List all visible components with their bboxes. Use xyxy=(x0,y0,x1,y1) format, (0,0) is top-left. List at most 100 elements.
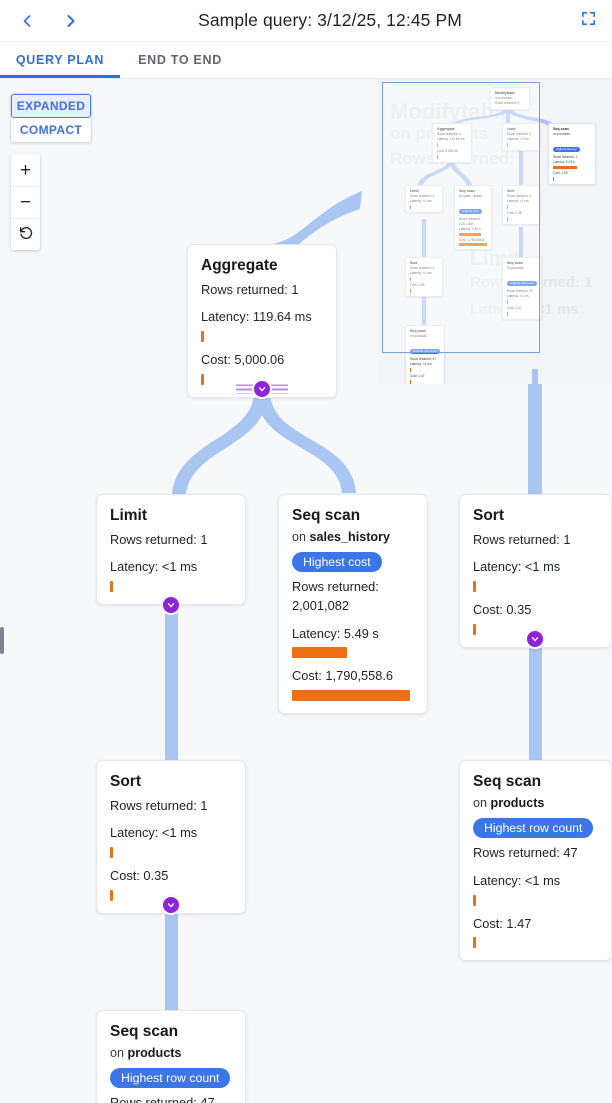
collapse-knob[interactable] xyxy=(254,381,270,397)
node-rows-returned: Rows returned: 47 xyxy=(110,1095,215,1103)
node-rows-returned: Rows returned: 1 xyxy=(110,797,208,813)
minimap-edge-layer xyxy=(418,106,554,384)
node-cost: Cost: 0.35 xyxy=(473,602,532,618)
plan-node-aggregate[interactable]: Aggregate Rows returned: 1 Latency: 119.… xyxy=(187,244,337,398)
minimap-node-badge: Highest row count xyxy=(507,280,538,286)
collapse-toggle-sort-right[interactable] xyxy=(527,631,543,647)
plan-node-sort-left[interactable]: Sort Rows returned: 1 Latency: <1 ms Cos… xyxy=(96,760,246,914)
minimap-node-rows: Rows returned: 2,001,082 xyxy=(459,217,481,226)
node-on-label: on xyxy=(292,529,307,544)
minimap-node-latency: Latency: <1 ms xyxy=(410,271,432,276)
node-cost-bar xyxy=(473,623,476,635)
display-mode-switch[interactable]: EXPANDED COMPACT xyxy=(10,93,92,143)
minimap-node-on: on products xyxy=(507,266,524,271)
minimap-node-on: on products xyxy=(495,96,512,101)
collapse-toggle-limit[interactable] xyxy=(163,597,179,613)
edge-aggregate-to-seqscan xyxy=(256,391,356,493)
minimap-node[interactable]: Aggregate Rows returned: 1 Latency: 119.… xyxy=(432,123,472,163)
minimap-node-cost: Cost: 0.35 xyxy=(410,282,425,287)
minimap-node-badge: Highest cost xyxy=(459,208,482,214)
plan-node-seqscan-products-right[interactable]: Seq scan on products Highest row count R… xyxy=(459,760,612,962)
fullscreen-icon xyxy=(580,10,597,32)
fullscreen-button[interactable] xyxy=(572,5,604,37)
minimap-node-rows: Rows returned: 1 xyxy=(437,132,462,137)
node-latency-bar xyxy=(292,647,347,659)
reset-view-button[interactable] xyxy=(11,218,40,250)
node-latency: Latency: <1 ms xyxy=(473,559,561,575)
minimap-cost-bar xyxy=(410,288,411,293)
app-header: Sample query: 3/12/25, 12:45 PM xyxy=(0,0,612,42)
minimap-latency-bar xyxy=(507,204,508,209)
minimap-node-on: on products xyxy=(410,334,427,339)
plan-node-sort-right[interactable]: Sort Rows returned: 1 Latency: <1 ms Cos… xyxy=(459,494,612,648)
minimap-cost-bar xyxy=(410,379,411,384)
zoom-controls[interactable]: + − xyxy=(11,154,40,250)
node-on-label: on xyxy=(110,1045,125,1060)
horizontal-scroll-handle[interactable] xyxy=(0,627,4,654)
node-title: Aggregate xyxy=(201,257,278,274)
mode-compact-label: COMPACT xyxy=(19,123,83,137)
minimap-node-title: Sort xyxy=(507,189,515,193)
node-latency: Latency: 119.64 ms xyxy=(201,309,312,325)
mode-compact-button[interactable]: COMPACT xyxy=(11,118,91,142)
minimap-node[interactable]: Seq scan on products Highest row count R… xyxy=(405,325,445,384)
minimap-node-title: Aggregate xyxy=(437,127,455,131)
minimap-node-rows: Rows returned: 1 xyxy=(507,194,532,199)
node-cost-bar xyxy=(473,937,476,949)
plan-node-limit[interactable]: Limit Rows returned: 1 Latency: <1 ms xyxy=(96,494,246,606)
tab-end-to-end-label: END TO END xyxy=(138,53,222,67)
minimap-viewport-frame[interactable] xyxy=(382,82,540,353)
minimap-node-title: Seq scan xyxy=(459,189,475,193)
collapse-toggle-sort-left[interactable] xyxy=(163,897,179,913)
minimap-cost-bar xyxy=(507,216,508,221)
minimap-node-rows: Rows returned: 1 xyxy=(410,266,435,271)
node-latency: Latency: <1 ms xyxy=(110,559,198,575)
minimap-node[interactable]: Sort Rows returned: 1 Latency: <1 ms Cos… xyxy=(405,257,443,297)
node-relation-name: sales_history xyxy=(309,529,391,544)
edge-limit-to-sort xyxy=(165,598,178,768)
minimap-node[interactable]: Limit Rows returned: 1 Latency: <1 ms xyxy=(502,123,540,151)
node-latency: Latency: <1 ms xyxy=(110,825,198,841)
node-title: Sort xyxy=(110,773,141,790)
collapse-knob[interactable] xyxy=(163,597,179,613)
node-latency-bar xyxy=(110,847,113,859)
minimap-node-on: on products xyxy=(553,132,570,137)
node-cost: Cost: 0.35 xyxy=(110,868,169,884)
plan-node-seqscan-sales-history[interactable]: Seq scan on sales_history Highest cost R… xyxy=(278,494,428,714)
plan-node-seqscan-products-bottom[interactable]: Seq scan on products Highest row count R… xyxy=(96,1010,246,1103)
minimap-latency-bar xyxy=(507,142,508,147)
minimap-node[interactable]: Modifytable on products Rows returned: 0 xyxy=(490,87,530,110)
minimap-node-rows: Rows returned: 1 xyxy=(553,155,578,160)
minimap-node-title: Limit xyxy=(507,127,516,131)
collapse-knob[interactable] xyxy=(163,897,179,913)
node-relation: on products xyxy=(473,794,598,813)
minimap[interactable]: Modifytable on products Rows returned: L… xyxy=(378,79,612,384)
plan-canvas[interactable]: EXPANDED COMPACT + − xyxy=(0,79,612,1103)
back-button[interactable] xyxy=(10,4,44,38)
node-cost-bar xyxy=(110,889,113,901)
zoom-in-button[interactable]: + xyxy=(11,154,40,186)
minimap-node-rows: Rows returned: 47 xyxy=(410,357,437,362)
node-title: Limit xyxy=(110,507,148,524)
minimap-node-title: Seq scan xyxy=(553,127,569,131)
mode-expanded-button[interactable]: EXPANDED xyxy=(11,94,91,118)
minimap-node-cost: Cost: 1.47 xyxy=(507,305,522,310)
minimap-node[interactable]: Limit Rows returned: 1 Latency: <1 ms xyxy=(405,185,443,213)
minimap-node-latency: Latency: <1 ms xyxy=(507,137,529,142)
tab-end-to-end[interactable]: END TO END xyxy=(120,42,240,78)
plus-icon: + xyxy=(19,159,32,181)
mode-expanded-label: EXPANDED xyxy=(16,99,86,113)
edge-sortleft-to-seqscan xyxy=(165,881,178,1051)
minimap-node[interactable]: Sort Rows returned: 1 Latency: <1 ms Cos… xyxy=(502,185,540,225)
minimap-node[interactable]: Seq scan on sales_history Highest cost R… xyxy=(454,185,492,251)
collapse-toggle-aggregate[interactable] xyxy=(236,381,288,397)
forward-button[interactable] xyxy=(54,4,88,38)
reset-icon xyxy=(18,225,34,245)
minimap-node[interactable]: Seq scan on products Highest row count R… xyxy=(502,257,542,320)
minimap-node[interactable]: Seq scan on products Highest latency Row… xyxy=(548,123,596,185)
tab-query-plan[interactable]: QUERY PLAN xyxy=(0,42,120,78)
node-title: Sort xyxy=(473,507,504,524)
collapse-knob[interactable] xyxy=(527,631,543,647)
zoom-out-button[interactable]: − xyxy=(11,186,40,218)
